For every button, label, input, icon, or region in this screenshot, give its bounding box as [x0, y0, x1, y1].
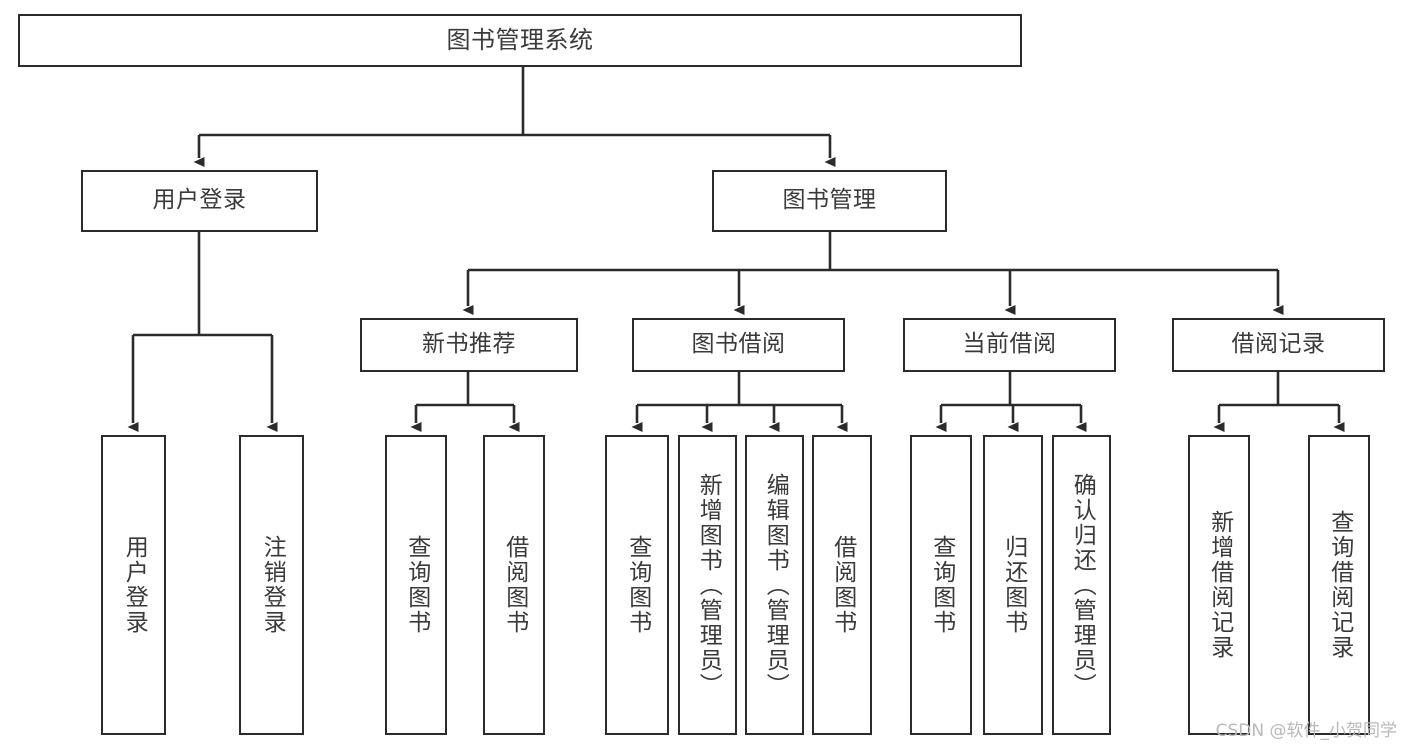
node-leaf-borrow-book-newbook[interactable]: 借阅图书 — [483, 435, 545, 735]
node-user-login[interactable]: 用户登录 — [81, 170, 318, 232]
node-root-label: 图书管理系统 — [446, 26, 594, 55]
node-book-management-label: 图书管理 — [782, 187, 877, 214]
node-leaf-edit-book-admin[interactable]: 编辑图书（管理员） — [745, 435, 804, 735]
node-leaf-query-book-newbook-label: 查询图书 — [403, 535, 430, 635]
node-leaf-borrow-book-newbook-label: 借阅图书 — [501, 535, 528, 635]
node-new-book-recommendation-label: 新书推荐 — [422, 331, 516, 358]
node-leaf-logout-label: 注销登录 — [259, 535, 286, 635]
node-leaf-add-book-admin[interactable]: 新增图书（管理员） — [678, 435, 737, 735]
node-user-login-label: 用户登录 — [152, 187, 247, 214]
node-leaf-borrow-book-borrowing-label: 借阅图书 — [829, 535, 856, 635]
node-leaf-return-book[interactable]: 归还图书 — [983, 435, 1043, 735]
node-leaf-edit-book-admin-label: 编辑图书（管理员） — [762, 472, 789, 698]
node-leaf-return-book-label: 归还图书 — [1000, 535, 1027, 635]
node-borrow-records-label: 借阅记录 — [1231, 331, 1326, 358]
node-leaf-add-borrow-record-label: 新增借阅记录 — [1206, 510, 1233, 660]
watermark-text: CSDN @软件_小贺同学 — [1215, 721, 1397, 741]
node-current-borrowing[interactable]: 当前借阅 — [903, 318, 1116, 372]
node-leaf-add-book-admin-label: 新增图书（管理员） — [695, 472, 722, 698]
node-leaf-user-login-label: 用户登录 — [121, 535, 148, 635]
node-leaf-query-borrow-record-label: 查询借阅记录 — [1326, 510, 1353, 660]
node-new-book-recommendation[interactable]: 新书推荐 — [360, 318, 578, 372]
node-leaf-logout[interactable]: 注销登录 — [239, 435, 304, 735]
node-leaf-confirm-return-admin[interactable]: 确认归还（管理员） — [1052, 435, 1111, 735]
node-leaf-query-borrow-record[interactable]: 查询借阅记录 — [1308, 435, 1370, 735]
node-book-management[interactable]: 图书管理 — [712, 170, 947, 232]
node-leaf-user-login[interactable]: 用户登录 — [101, 435, 166, 735]
node-borrow-records[interactable]: 借阅记录 — [1172, 318, 1385, 372]
node-book-borrowing[interactable]: 图书借阅 — [632, 318, 845, 372]
node-leaf-confirm-return-admin-label: 确认归还（管理员） — [1069, 472, 1096, 698]
node-leaf-borrow-book-borrowing[interactable]: 借阅图书 — [812, 435, 872, 735]
node-root[interactable]: 图书管理系统 — [18, 14, 1022, 67]
node-leaf-query-book-current-label: 查询图书 — [928, 535, 955, 635]
node-leaf-query-book-newbook[interactable]: 查询图书 — [385, 435, 447, 735]
node-leaf-query-book-current[interactable]: 查询图书 — [910, 435, 972, 735]
node-book-borrowing-label: 图书借阅 — [691, 331, 786, 358]
node-leaf-add-borrow-record[interactable]: 新增借阅记录 — [1188, 435, 1250, 735]
node-leaf-query-book-borrowing[interactable]: 查询图书 — [605, 435, 669, 735]
node-current-borrowing-label: 当前借阅 — [962, 331, 1057, 358]
node-leaf-query-book-borrowing-label: 查询图书 — [624, 535, 651, 635]
